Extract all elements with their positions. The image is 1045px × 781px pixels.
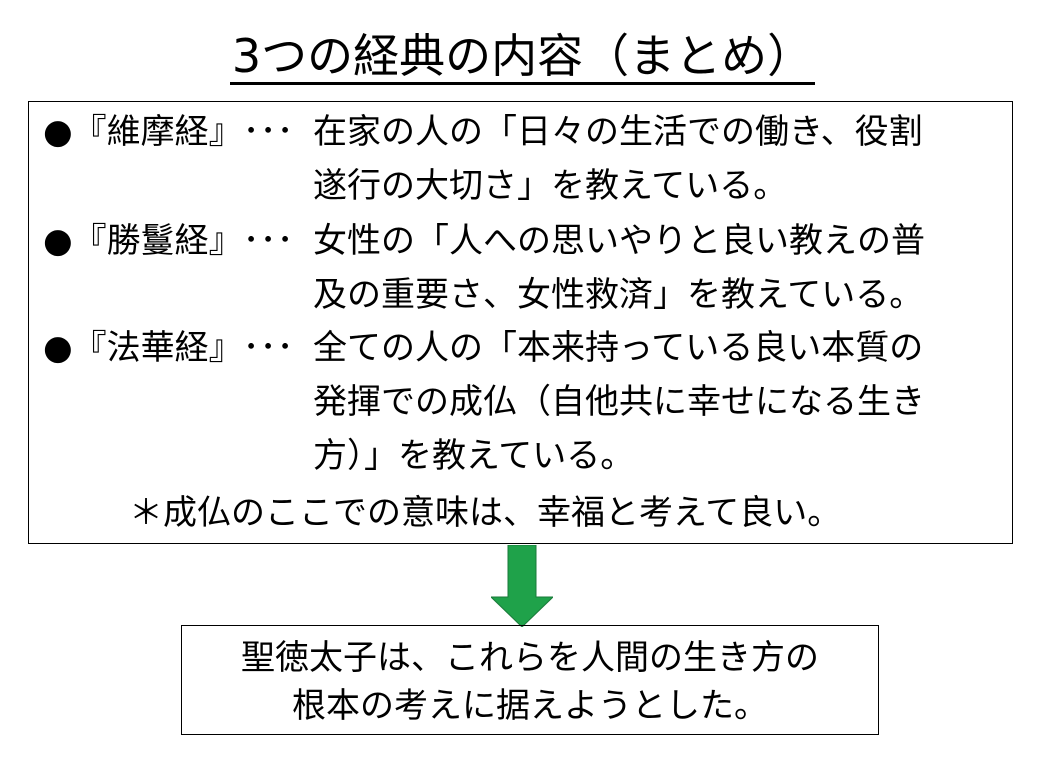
slide-title-text: 3つの経典の内容（まとめ） <box>229 29 816 85</box>
sutra-entry-body: 在家の人の「日々の生活での働き、役割 遂行の大切さ」を教えている。 <box>313 105 1013 213</box>
sutra-entry-line: 女性の「人への思いやりと良い教えの普 <box>313 221 925 261</box>
sutra-entry-body: 全ての人の「本来持っている良い本質の 発揮での成仏（自他共に幸せになる生き 方）… <box>313 321 1013 483</box>
footnote: ＊成仏のここでの意味は、幸福と考えて良い。 <box>129 493 842 533</box>
sutra-entry-head: ●『維摩経』･･･ <box>43 112 294 152</box>
sutra-entry-head: ●『法華経』･･･ <box>43 328 294 368</box>
sutra-entry-line: 及の重要さ、女性救済」を教えている。 <box>313 275 924 315</box>
down-arrow-icon <box>491 545 553 627</box>
conclusion-line: 根本の考えに据えようとした。 <box>292 686 768 726</box>
sutra-entry-line: 全ての人の「本来持っている良い本質の <box>313 328 924 368</box>
conclusion-box: 聖徳太子は、これらを人間の生き方の 根本の考えに据えようとした。 <box>181 625 879 735</box>
conclusion-line: 聖徳太子は、これらを人間の生き方の <box>241 638 819 678</box>
sutra-entry-line: 遂行の大切さ」を教えている。 <box>313 166 788 206</box>
summary-box: ●『維摩経』･･･ 在家の人の「日々の生活での働き、役割 遂行の大切さ」を教えて… <box>28 101 1013 544</box>
sutra-entry-line: 方）」を教えている。 <box>313 436 635 476</box>
slide-title: 3つの経典の内容（まとめ） <box>0 28 1045 85</box>
sutra-entry-line: 発揮での成仏（自他共に幸せになる生き <box>313 382 925 422</box>
sutra-entry-line: 在家の人の「日々の生活での働き、役割 <box>313 112 923 152</box>
sutra-entry-body: 女性の「人への思いやりと良い教えの普 及の重要さ、女性救済」を教えている。 <box>313 214 1013 322</box>
sutra-entry-head: ●『勝鬘経』･･･ <box>43 221 294 261</box>
